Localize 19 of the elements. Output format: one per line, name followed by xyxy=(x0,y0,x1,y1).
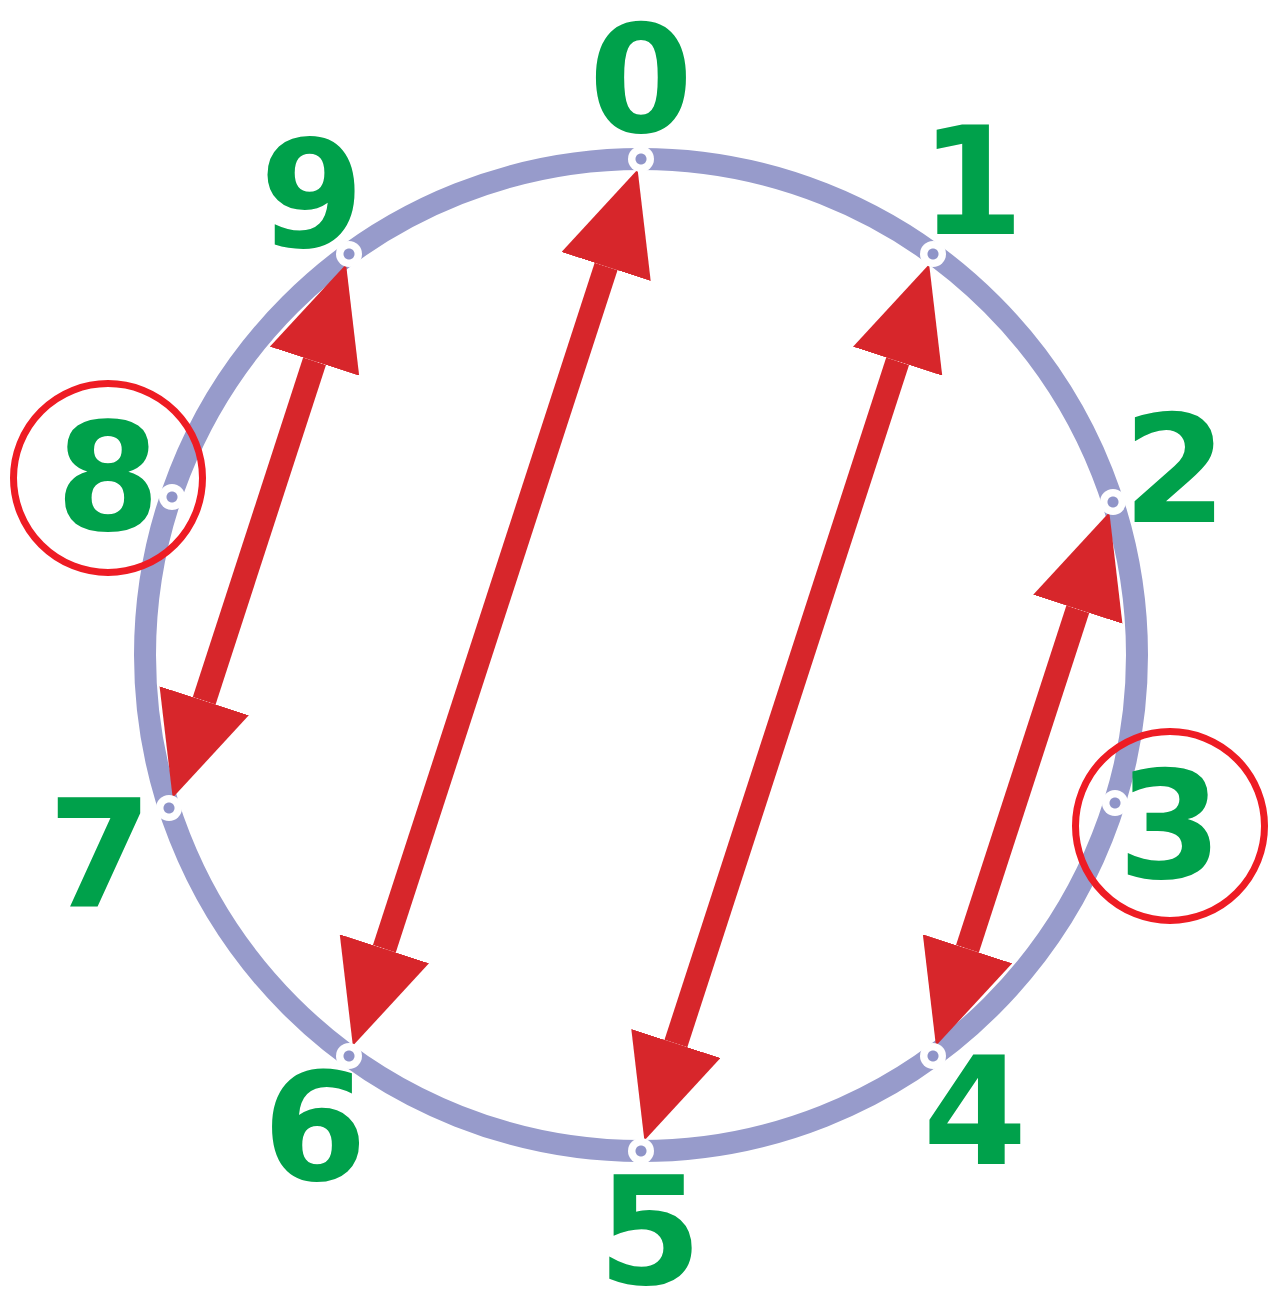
number-label: 5 xyxy=(596,1157,704,1300)
double-arrow xyxy=(339,169,651,1046)
number-label: 9 xyxy=(258,120,366,270)
number-label: 7 xyxy=(46,780,154,930)
circled-number: 3 xyxy=(1072,728,1268,924)
number-label: 1 xyxy=(918,107,1026,257)
number-label: 2 xyxy=(1121,395,1229,545)
double-arrow xyxy=(159,264,360,798)
number-label: 0 xyxy=(587,5,695,155)
number-label: 6 xyxy=(261,1053,369,1203)
point-marker xyxy=(628,146,654,172)
point-marker xyxy=(159,484,185,510)
circled-number: 8 xyxy=(10,380,206,576)
point-marker xyxy=(1102,790,1128,816)
double-arrow xyxy=(631,264,943,1141)
point-marker xyxy=(336,1043,363,1070)
double-arrow xyxy=(922,512,1123,1046)
point-marker xyxy=(628,1138,654,1164)
number-label: 4 xyxy=(921,1037,1029,1187)
